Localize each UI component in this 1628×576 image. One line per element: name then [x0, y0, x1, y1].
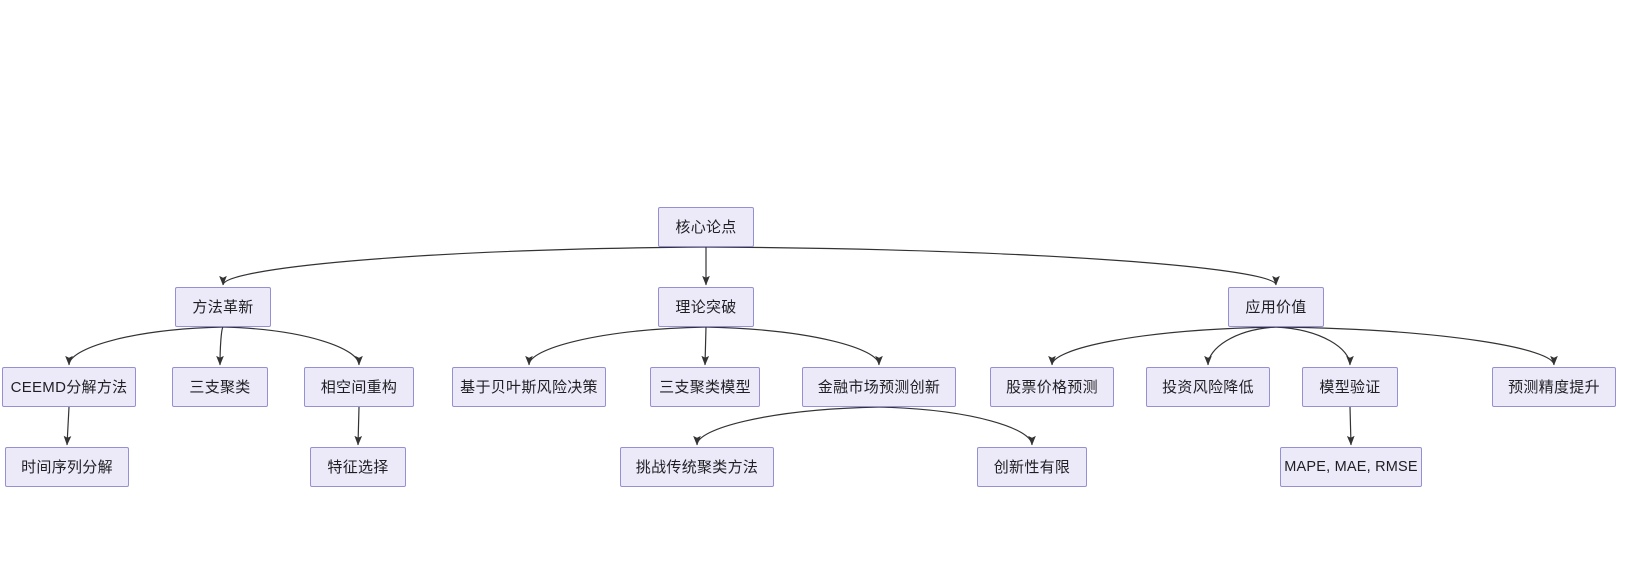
flow-edge-ceemd-to-ts_decomp — [63, 406, 72, 446]
flow-node-label: MAPE, MAE, RMSE — [1284, 458, 1418, 475]
flow-edge-method-to-phase_space — [222, 326, 363, 366]
flow-node-label: 预测精度提升 — [1508, 378, 1600, 396]
flow-edge-theory-to-tw_model — [701, 326, 710, 366]
flow-node-label: 特征选择 — [327, 458, 389, 476]
flow-node-model_valid[interactable]: 模型验证 — [1302, 367, 1398, 407]
flow-edge-fin_market-to-limited — [878, 406, 1036, 446]
flow-node-label: 时间序列分解 — [21, 458, 113, 476]
flow-edge-model_valid-to-metrics — [1346, 406, 1355, 446]
flow-node-label: 金融市场预测创新 — [817, 378, 941, 396]
flow-edge-phase_space-to-feat_select — [354, 406, 363, 446]
flow-node-stock_pred[interactable]: 股票价格预测 — [990, 367, 1114, 407]
flow-edge-application-to-model_valid — [1275, 326, 1354, 366]
flow-edge-theory-to-fin_market — [705, 326, 883, 366]
flow-node-label: 创新性有限 — [993, 458, 1071, 476]
flow-node-limited[interactable]: 创新性有限 — [977, 447, 1087, 487]
flow-node-label: 挑战传统聚类方法 — [635, 458, 759, 476]
flow-node-label: 基于贝叶斯风险决策 — [460, 378, 598, 396]
flow-node-label: 三支聚类 — [189, 378, 251, 396]
edge-paths — [63, 246, 1558, 446]
flow-node-phase_space[interactable]: 相空间重构 — [304, 367, 414, 407]
flow-node-tw_model[interactable]: 三支聚类模型 — [650, 367, 760, 407]
flow-node-acc_improve[interactable]: 预测精度提升 — [1492, 367, 1616, 407]
flow-node-label: 股票价格预测 — [1006, 378, 1098, 396]
flow-edge-application-to-stock_pred — [1048, 326, 1277, 366]
flow-edge-core-to-method — [219, 246, 707, 286]
flow-node-challenge[interactable]: 挑战传统聚类方法 — [620, 447, 774, 487]
flow-node-metrics[interactable]: MAPE, MAE, RMSE — [1280, 447, 1422, 487]
flow-node-ts_decomp[interactable]: 时间序列分解 — [5, 447, 129, 487]
flow-node-label: 投资风险降低 — [1162, 378, 1254, 396]
flow-node-method[interactable]: 方法革新 — [175, 287, 271, 327]
flow-edge-fin_market-to-challenge — [693, 406, 880, 446]
flow-node-label: 应用价值 — [1245, 298, 1307, 316]
flow-edge-method-to-three_way — [216, 326, 224, 366]
flow-node-fin_market[interactable]: 金融市场预测创新 — [802, 367, 956, 407]
flow-node-inv_risk[interactable]: 投资风险降低 — [1146, 367, 1270, 407]
flow-edge-application-to-inv_risk — [1204, 326, 1277, 366]
flow-node-bayes[interactable]: 基于贝叶斯风险决策 — [452, 367, 606, 407]
flow-node-label: 三支聚类模型 — [659, 378, 751, 396]
flow-node-application[interactable]: 应用价值 — [1228, 287, 1324, 327]
flow-edge-application-to-acc_improve — [1275, 326, 1558, 366]
flow-node-theory[interactable]: 理论突破 — [658, 287, 754, 327]
flow-node-label: 方法革新 — [192, 298, 254, 316]
flow-edge-method-to-ceemd — [65, 326, 224, 366]
flow-node-core[interactable]: 核心论点 — [658, 207, 754, 247]
flow-edge-core-to-application — [705, 246, 1280, 286]
flow-node-label: CEEMD分解方法 — [10, 378, 128, 396]
flow-edge-theory-to-bayes — [525, 326, 707, 366]
flow-node-label: 相空间重构 — [320, 378, 398, 396]
flow-node-label: 模型验证 — [1319, 378, 1381, 396]
flow-node-feat_select[interactable]: 特征选择 — [310, 447, 406, 487]
flow-node-ceemd[interactable]: CEEMD分解方法 — [2, 367, 136, 407]
flow-node-label: 核心论点 — [675, 218, 737, 236]
flow-node-three_way[interactable]: 三支聚类 — [172, 367, 268, 407]
flow-node-label: 理论突破 — [675, 298, 737, 316]
